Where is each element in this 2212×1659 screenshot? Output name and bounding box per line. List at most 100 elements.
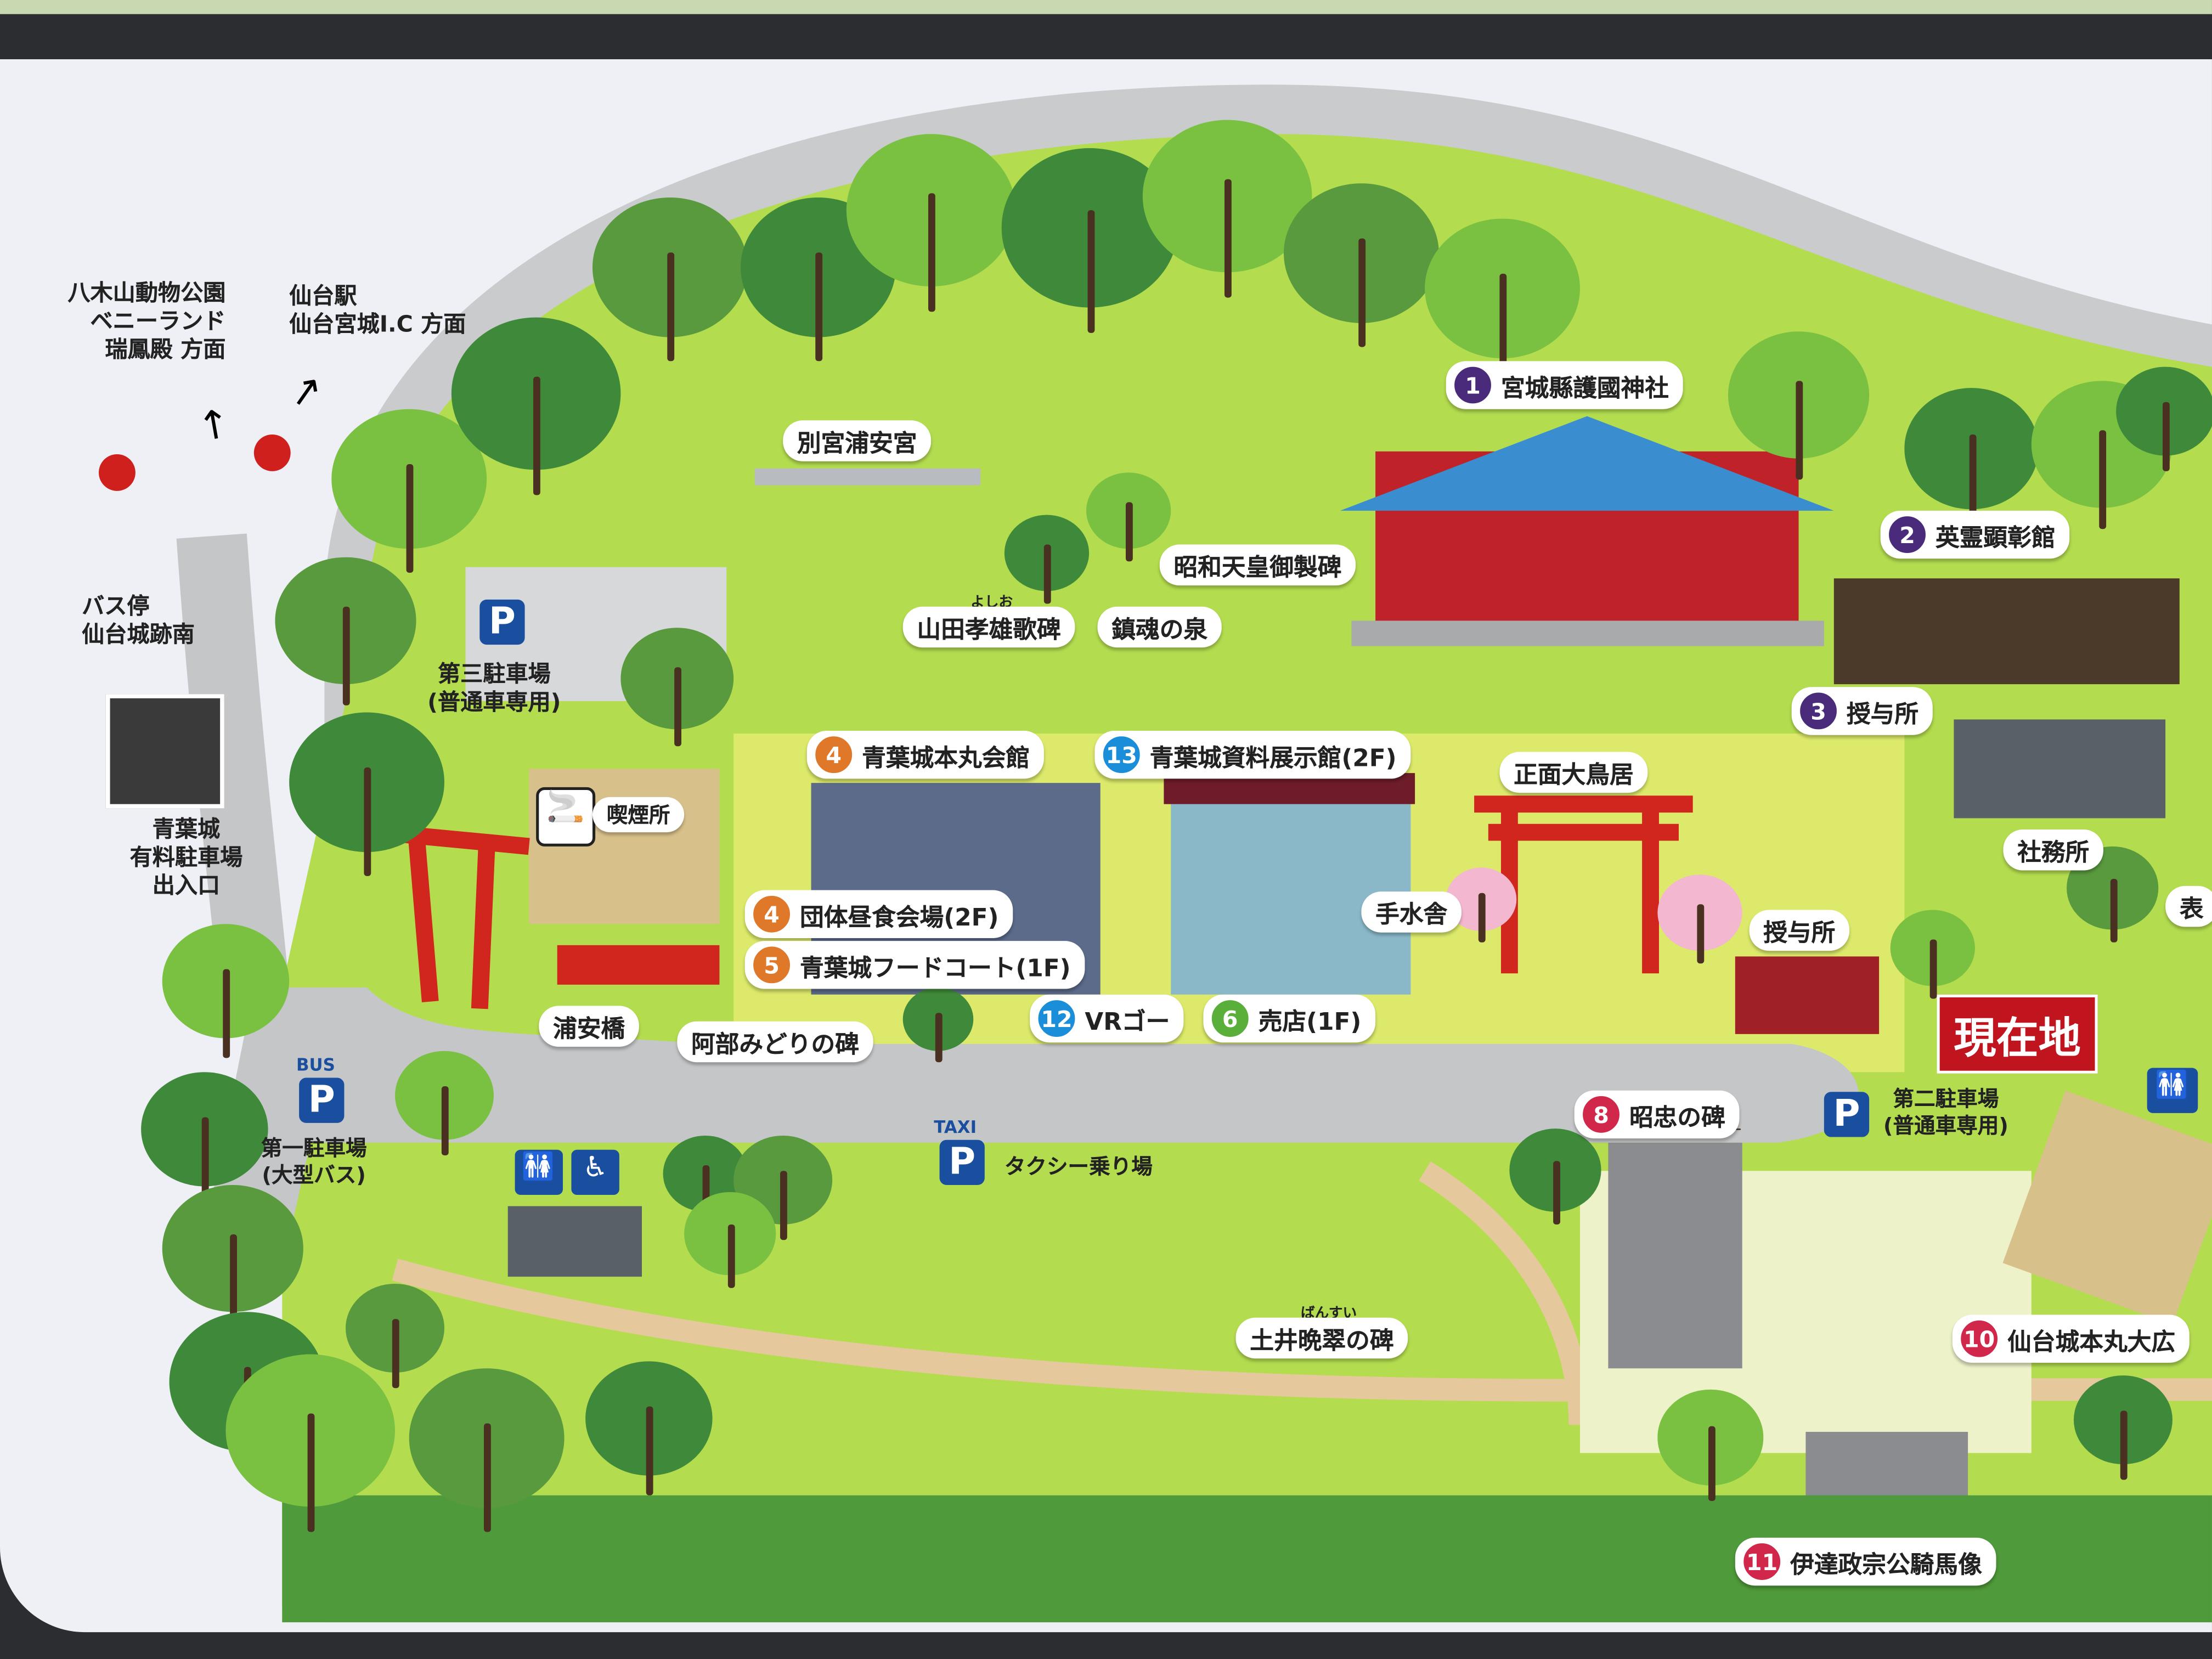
tree-trunk (1707, 1426, 1715, 1501)
tree-trunk (364, 766, 371, 876)
tree-trunk (441, 1085, 449, 1155)
tree-trunk (1478, 892, 1486, 942)
castle-stone-wall (2002, 1090, 2212, 1325)
tree-trunk (2162, 401, 2170, 471)
tree-trunk (1358, 238, 1366, 347)
tree-trunk (1087, 210, 1094, 334)
betsugu-label: 別宮浦安宮 (783, 420, 932, 461)
paid-parking-label: 青葉城 有料駐車場 出入口 (130, 815, 243, 900)
parking-icon: P (1824, 1092, 1870, 1137)
shrine-roof (1340, 416, 1834, 511)
tree-trunk (674, 667, 681, 747)
smoking-icon: 🚬 (536, 787, 596, 847)
dir-line: 仙台宮城I.C 方面 (289, 310, 466, 337)
smoking-label: 喫煙所 (592, 797, 685, 833)
bus-stop-sign-icon (98, 454, 136, 491)
tree-trunk (392, 1318, 399, 1387)
betsugu-torii (754, 468, 981, 486)
urayasu-label: 浦安橋 (539, 1006, 639, 1047)
shochu-monument (1608, 1142, 1742, 1369)
tree-trunk (1697, 904, 1705, 964)
omote-label: 表 (2165, 885, 2212, 927)
number-badge: 4 (750, 893, 793, 935)
number-badge: 3 (1797, 690, 1840, 732)
tree-trunk (223, 968, 230, 1058)
number-badge: 12 (1035, 997, 1078, 1040)
footpath (392, 1259, 2212, 1402)
line: 第三駐車場 (437, 660, 551, 687)
tree-trunk (646, 1406, 653, 1495)
tree-trunk (1224, 179, 1232, 298)
label-text: 授与所 (1846, 700, 1919, 729)
number-badge: 10 (1958, 1317, 2001, 1360)
parking3-label: 第三駐車場 (普通車専用) (427, 660, 561, 716)
wheelchair-icon: ♿ (571, 1149, 619, 1195)
dir-line: 八木山動物公園 (67, 279, 226, 306)
label-text: 青葉城資料展示館(2F) (1149, 744, 1397, 772)
tree-trunk (1929, 939, 1937, 999)
shamusho-building (1954, 719, 2166, 819)
tree-trunk (406, 463, 414, 572)
shrine-base (1351, 620, 1824, 646)
line: 第二駐車場 (1893, 1086, 1999, 1112)
line: バス停 (82, 592, 150, 619)
abe-label: 阿部みどりの碑 (677, 1021, 873, 1063)
tree-trunk (1043, 544, 1051, 604)
main-torii (1474, 795, 1693, 974)
tree-trunk (307, 1413, 315, 1532)
number-badge: 2 (1886, 513, 1929, 556)
tree-trunk (727, 1224, 735, 1289)
tree-trunk (1499, 273, 1507, 382)
tree-trunk (780, 1170, 787, 1239)
tree-trunk (1125, 502, 1133, 562)
temizuya-label: 手水舎 (1361, 891, 1462, 933)
bus-parking-icon: P (299, 1077, 345, 1123)
map-panel (0, 59, 2212, 1633)
line: 仙台城跡南 (82, 620, 195, 648)
label-text: 団体昼食会場(2F) (799, 903, 999, 932)
line: 第一駐車場 (261, 1135, 367, 1161)
shamusho-label: 社務所 (2003, 829, 2103, 871)
bus-badge: BUS (296, 1055, 335, 1075)
line: (大型バス) (262, 1162, 366, 1188)
number-badge: 8 (1579, 1093, 1623, 1136)
number-badge: 5 (750, 944, 793, 986)
tree-trunk (1733, 1129, 1740, 1130)
line: (普通車専用) (1883, 1113, 2008, 1138)
footpath2 (1419, 1161, 1592, 1425)
toilet-icon: 🚻 (2147, 1068, 2198, 1113)
toilet-building (507, 1206, 642, 1277)
torii-label: 正面大鳥居 (1499, 752, 1648, 793)
tree-trunk (2120, 1410, 2128, 1480)
urayasu-bridge (557, 945, 720, 985)
chinkon-label: 鎮魂の泉 (1097, 606, 1222, 648)
tree-trunk (342, 606, 350, 706)
doi-label: 土井晩翠の碑 (1235, 1317, 1408, 1359)
label-text: 青葉城フードコート(1F) (799, 954, 1071, 983)
tree-trunk (2109, 878, 2117, 943)
bus-stop-sign-icon (253, 434, 291, 471)
tree-trunk (815, 251, 823, 360)
current-location-marker: 現在地 (1937, 994, 2098, 1074)
taxi-label: タクシー乗り場 (1004, 1154, 1153, 1180)
direction-label-left: 八木山動物公園 ベニーランド 瑞鳳殿 方面 (25, 279, 225, 364)
label-text: 昭忠の碑 (1629, 1104, 1725, 1132)
tree-trunk (1968, 435, 1976, 529)
number-badge: 1 (1451, 364, 1494, 407)
tree-trunk (1552, 1160, 1560, 1225)
tree-trunk (230, 1234, 237, 1333)
label-text: 宮城縣護國神社 (1500, 374, 1669, 403)
dir-line: 仙台駅 (289, 282, 357, 309)
eirei-hall (1833, 578, 2180, 685)
